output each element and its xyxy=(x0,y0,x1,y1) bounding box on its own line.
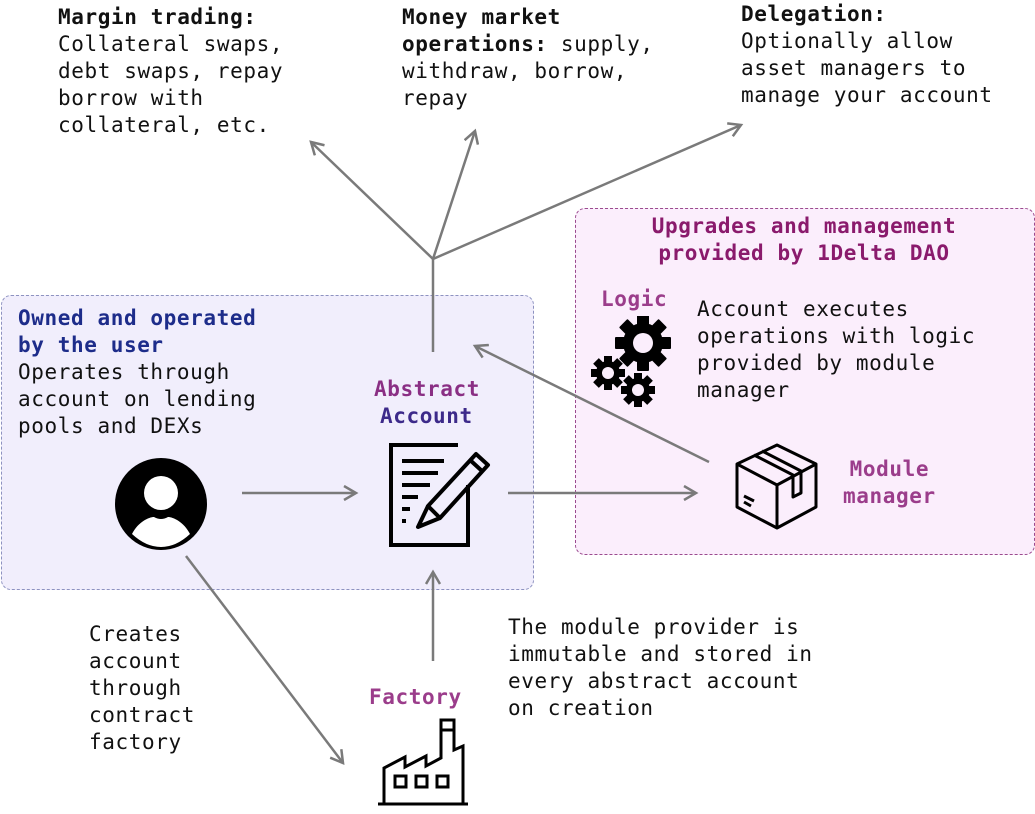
dao-box-title: Upgrades and management provided by 1Del… xyxy=(651,214,957,265)
delegation-body: Optionally allow asset managers to manag… xyxy=(741,29,993,107)
logic-description: Account executes operations with logic p… xyxy=(697,297,976,402)
module-manager-label: Module manager xyxy=(843,457,936,508)
money-market-title: Money market xyxy=(402,5,561,29)
module-provider-text: The module provider is immutable and sto… xyxy=(508,615,813,720)
arrow-to-money-market xyxy=(431,131,475,260)
user-box-title: Owned and operated by the user xyxy=(18,306,257,357)
abstract-account-label-2: Account xyxy=(380,404,473,428)
user-avatar-icon xyxy=(115,458,207,550)
logic-label: Logic xyxy=(601,287,668,311)
arrow-module-manager-to-account xyxy=(475,346,710,464)
user-box-body: Operates through account on lending pool… xyxy=(18,360,257,438)
factory-label: Factory xyxy=(369,685,462,709)
margin-trading-title: Margin trading: xyxy=(58,5,257,29)
delegation-title: Delegation: xyxy=(741,2,887,26)
arrow-to-margin-trading xyxy=(311,142,434,260)
user-owned-region xyxy=(1,295,534,590)
factory-icon xyxy=(378,718,468,806)
arrow-user-to-factory xyxy=(185,555,343,763)
package-box-icon xyxy=(735,443,818,530)
abstract-account-label-1: Abstract xyxy=(374,377,480,401)
money-market-body-suffix: supply, xyxy=(547,32,654,56)
margin-trading-body: Collateral swaps, debt swaps, repay borr… xyxy=(58,32,284,137)
money-market-line2: operations: supply, xyxy=(402,31,654,58)
document-pencil-icon xyxy=(389,443,490,547)
arrow-to-delegation xyxy=(432,125,741,261)
money-market-body: withdraw, borrow, repay xyxy=(402,59,628,110)
creates-account-text: Creates account through contract factory xyxy=(89,622,195,754)
money-market-title-2: operations: xyxy=(402,32,548,56)
gears-icon xyxy=(591,316,671,407)
